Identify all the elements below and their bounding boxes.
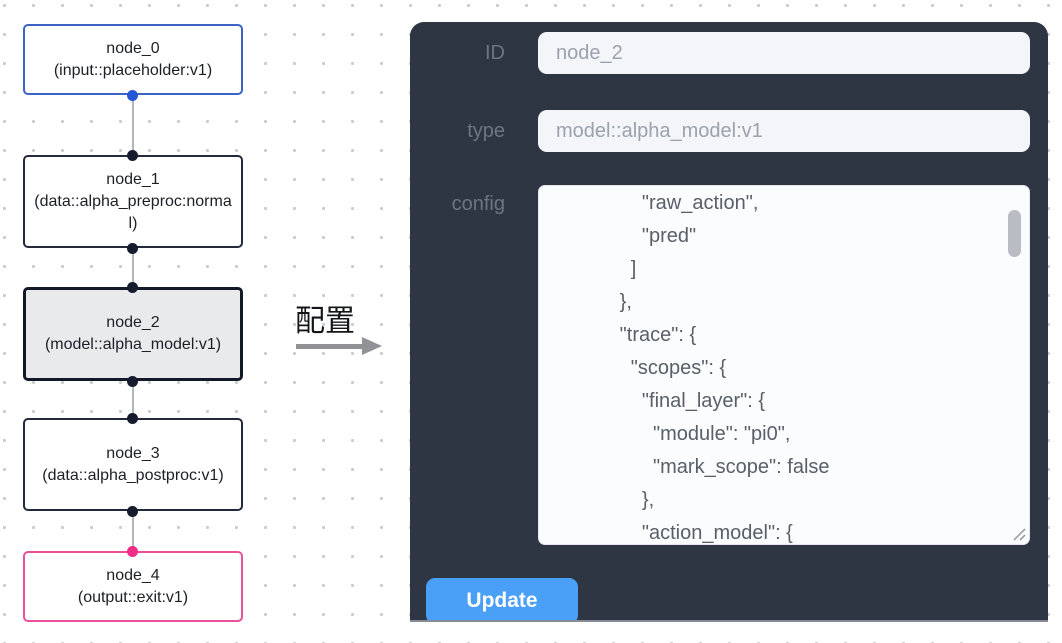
handle-node4-in[interactable] [127,546,138,557]
flow-node-node0[interactable]: node_0 (input::placeholder:v1) [23,24,243,95]
edge-node0-node1 [132,95,134,155]
type-field-row: type model::alpha_model:v1 [410,110,1030,152]
edge-node3-node4 [132,511,134,551]
config-textarea[interactable]: "raw_action", "pred" ] }, "trace": { "sc… [538,185,1030,545]
node-type: (data::alpha_postproc:v1) [42,466,224,484]
arrow-icon [296,344,364,349]
handle-node2-in[interactable] [127,282,138,293]
config-annotation-label: 配置 [295,305,355,338]
handle-node0-out[interactable] [127,90,138,101]
type-field-label: type [467,119,505,142]
handle-node2-out[interactable] [127,376,138,387]
handle-node3-out[interactable] [127,506,138,517]
update-button[interactable]: Update [426,578,578,620]
handle-node1-in[interactable] [127,150,138,161]
flow-node-node4[interactable]: node_4 (output::exit:v1) [23,551,243,622]
resize-handle-icon[interactable] [1011,526,1026,541]
node-name: node_0 [106,39,160,57]
type-input[interactable]: model::alpha_model:v1 [538,110,1030,152]
config-field-label: config [451,193,505,215]
edge-node1-node2 [132,248,134,287]
arrow-head-icon [362,337,382,355]
id-field-row: ID node_2 [410,32,1030,74]
node-name: node_4 [106,566,160,584]
node-type: (output::exit:v1) [77,588,189,606]
flow-node-node2-selected[interactable]: node_2 (model::alpha_model:v1) [23,287,243,381]
node-name: node_3 [106,444,160,462]
flow-node-node1[interactable]: node_1 (data::alpha_preproc:normal) [23,155,243,248]
node-type: (input::placeholder:v1) [53,61,213,79]
flow-node-node3[interactable]: node_3 (data::alpha_postproc:v1) [23,418,243,511]
handle-node1-out[interactable] [127,243,138,254]
scrollbar-thumb[interactable] [1008,210,1021,257]
node-type: (data::alpha_preproc:normal) [34,192,232,232]
node-name: node_1 [106,170,160,188]
id-field-label: ID [485,41,505,64]
edge-node2-node3 [132,381,134,418]
node-type: (model::alpha_model:v1) [44,336,222,353]
handle-node3-in[interactable] [127,413,138,424]
config-json-text: "raw_action", "pred" ] }, "trace": { "sc… [619,192,830,544]
node-config-panel: ID node_2 type model::alpha_model:v1 con… [410,22,1048,622]
id-input[interactable]: node_2 [538,32,1030,74]
config-field-row: config "raw_action", "pred" ] }, "trace"… [410,185,1030,545]
node-name: node_2 [106,314,160,331]
